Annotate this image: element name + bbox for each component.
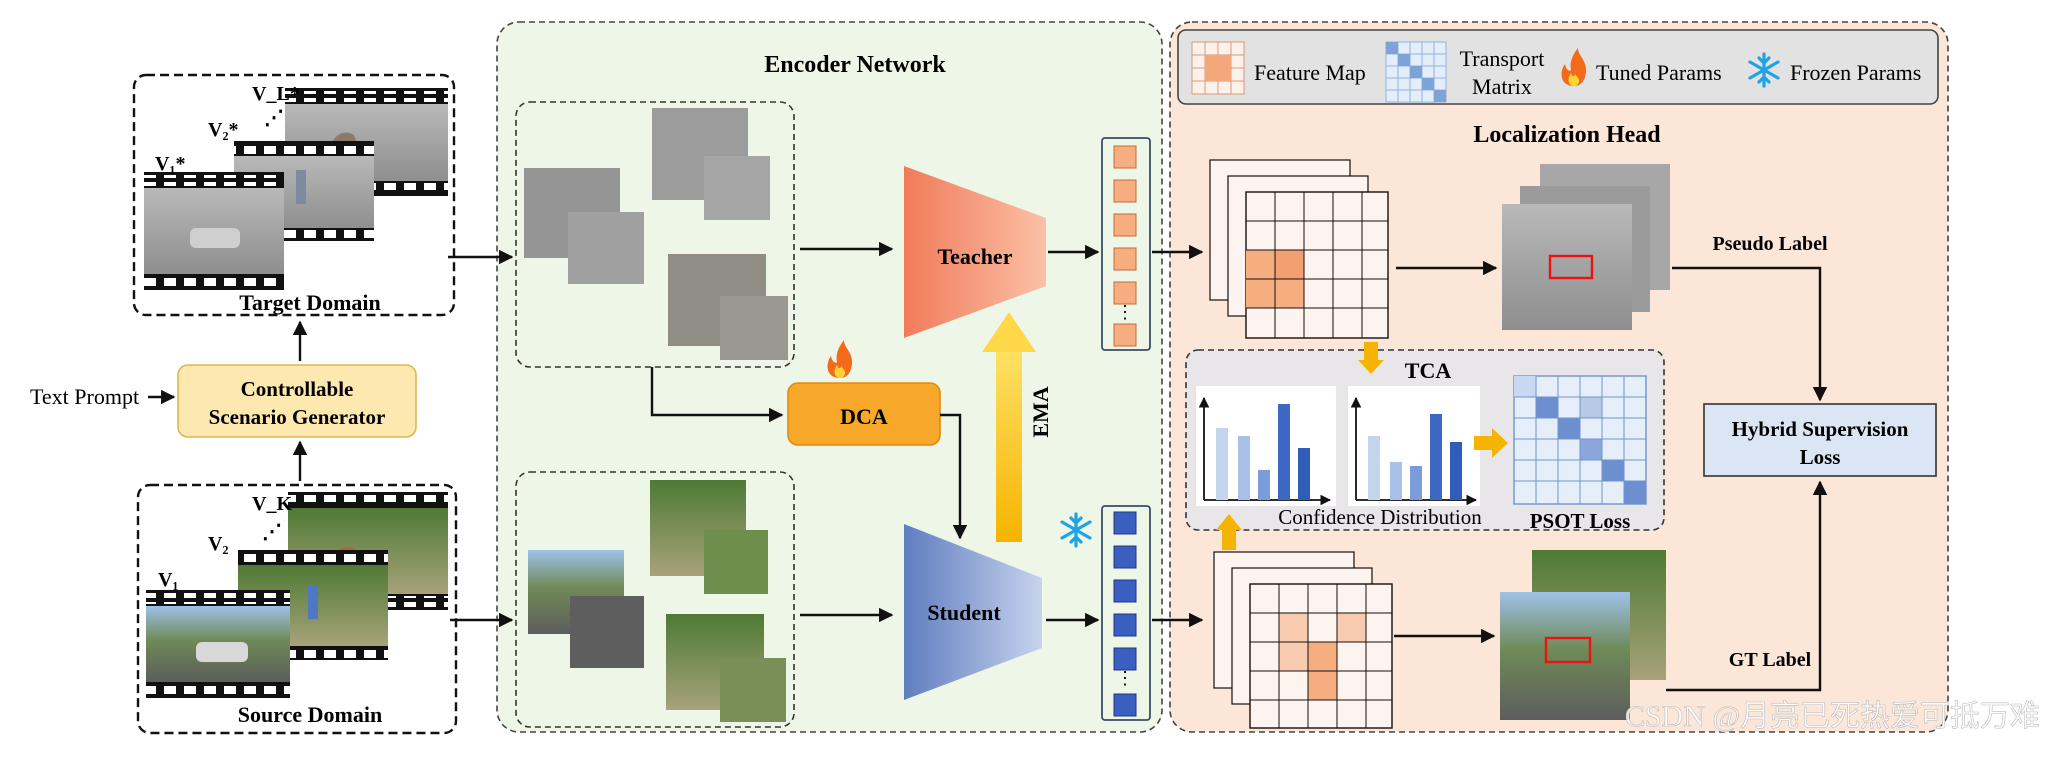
legend-transport-line1: Transport [1460, 46, 1545, 71]
confidence-distribution-label: Confidence Distribution [1278, 505, 1482, 529]
legend-transport-line2: Matrix [1472, 74, 1532, 99]
target-domain-label: Target Domain [239, 290, 381, 315]
target-film-strip-v1 [144, 172, 284, 290]
source-label-v2: V₂ [208, 533, 228, 555]
gt-label-image [1500, 550, 1666, 720]
generator-label-line2: Scenario Generator [209, 405, 386, 429]
watermark: CSDN @月亮已死热爱可抵万难 [1625, 700, 2040, 733]
student-label: Student [927, 600, 1001, 625]
arrow-to-psot [1474, 428, 1508, 458]
ema-label: EMA [1028, 386, 1053, 437]
hybrid-loss-line1: Hybrid Supervision [1732, 417, 1909, 441]
legend-frozen-params: Frozen Params [1790, 60, 1921, 85]
student-feature-tokens: ⋮ [1101, 505, 1151, 721]
source-domain-label: Source Domain [238, 702, 382, 727]
pseudo-label-image [1502, 164, 1670, 330]
svg-text:⋮: ⋮ [1116, 302, 1134, 322]
legend-tuned-params: Tuned Params [1596, 60, 1722, 85]
text-prompt-label: Text Prompt [30, 384, 139, 409]
arrow-dca-to-student [940, 413, 968, 540]
teacher-feature-map-stack [1209, 159, 1389, 339]
pseudo-label-text: Pseudo Label [1712, 233, 1827, 255]
generator-label-line1: Controllable [241, 377, 354, 401]
target-label-vL: V_L* [252, 83, 300, 105]
target-label-v2: V₂* [208, 119, 238, 141]
arrow-up-from-tca [1216, 514, 1242, 550]
ema-arrow [982, 312, 1036, 542]
fire-icon [1561, 48, 1587, 86]
teacher-feature-tokens: ⋮ [1101, 137, 1151, 351]
snowflake-icon [1060, 512, 1092, 548]
psot-loss-label: PSOT Loss [1530, 509, 1631, 533]
hybrid-loss-line2: Loss [1800, 445, 1841, 469]
source-label-vK: V_K [252, 493, 292, 515]
arrow-down-to-tca [1358, 342, 1384, 374]
svg-text:⋮: ⋮ [1116, 668, 1134, 688]
source-ellipsis: ⋰ [262, 521, 282, 543]
transport-matrix-legend-icon [1385, 41, 1447, 103]
hybrid-supervision-loss-box [1703, 403, 1937, 477]
source-clips-box [515, 471, 795, 728]
target-clips-box [515, 101, 795, 368]
source-label-v1: V₁ [158, 569, 178, 591]
feature-map-legend-icon [1191, 41, 1245, 95]
source-clip-thumbnails [528, 480, 786, 722]
tca-label: TCA [1405, 358, 1452, 383]
controllable-scenario-generator [177, 364, 417, 438]
confidence-histogram-teacher [1196, 386, 1336, 506]
snowflake-icon [1748, 52, 1780, 88]
arrow-target-clips-to-dca [650, 367, 784, 423]
legend-feature-map: Feature Map [1254, 60, 1366, 85]
encoder-network-title: Encoder Network [764, 52, 946, 78]
student-network [904, 524, 1042, 700]
target-ellipsis: ⋰ [264, 107, 284, 129]
legend: Feature Map Transport Matrix Tuned Param… [1177, 29, 1939, 105]
localization-head-title: Localization Head [1473, 122, 1661, 148]
gt-label-text: GT Label [1729, 649, 1812, 671]
dca-label: DCA [840, 404, 888, 429]
student-feature-map-stack [1213, 551, 1393, 729]
confidence-histogram-student [1348, 386, 1480, 506]
fire-icon [827, 340, 853, 378]
target-clip-thumbnails [524, 108, 788, 360]
target-label-v1: V₁* [155, 153, 185, 175]
teacher-network [904, 166, 1046, 338]
psot-transport-matrix [1513, 375, 1647, 505]
source-film-strip-v1 [146, 590, 290, 698]
teacher-label: Teacher [938, 244, 1013, 269]
